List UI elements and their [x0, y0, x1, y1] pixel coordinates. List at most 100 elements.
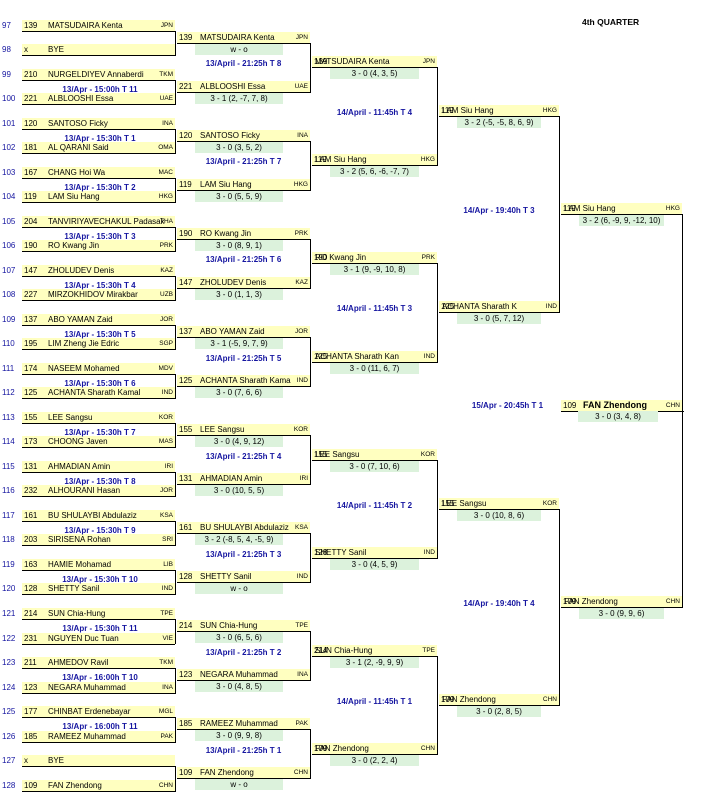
player-seed: 211 [24, 658, 37, 668]
bracket-line [177, 238, 310, 240]
bracket-line [175, 569, 176, 596]
match-schedule: 14/April - 11:45h T 2 [336, 500, 413, 510]
player-name: MATSUDAIRA Kenta [48, 20, 123, 30]
player-country: CHN [293, 769, 308, 777]
player-name: AHMEDOV Ravil [48, 658, 109, 668]
player-name: ZHOLUDEV Denis [200, 277, 267, 287]
bracket-line [22, 79, 175, 81]
bracket-line [175, 226, 176, 253]
draw-number: 114 [2, 437, 15, 447]
match-schedule: 13/Apr - 15:30h T 10 [62, 575, 138, 585]
player-country: MAS [158, 438, 173, 446]
match-schedule: 13/April - 21:25h T 8 [205, 59, 282, 69]
bracket-line [175, 275, 176, 302]
player-name: RO Kwang Jin [200, 228, 252, 238]
draw-number: 101 [2, 118, 16, 128]
match-schedule: 13/Apr - 15:30h T 7 [64, 428, 136, 438]
player-country: UZB [160, 291, 173, 299]
player-seed: 221 [179, 81, 193, 91]
player-country: TPE [422, 646, 435, 654]
match-score: w - o [195, 43, 283, 55]
player-country: IND [161, 585, 173, 593]
draw-number: 109 [2, 314, 16, 324]
draw-number: 121 [2, 608, 16, 618]
bracket-line [437, 67, 438, 167]
match-schedule: 13/Apr - 15:30h T 6 [64, 379, 136, 389]
player-name: CHANG Hoi Wa [48, 167, 106, 177]
match-score: 3 - 0 (3, 4, 8) [578, 410, 658, 422]
match-score: 3 - 2 (-5, -5, 8, 6, 9) [457, 117, 541, 129]
draw-number: 112 [2, 388, 15, 398]
bracket-line [22, 226, 175, 228]
player-country: IND [423, 548, 435, 556]
match-score: 3 - 0 (2, 2, 4) [330, 754, 419, 766]
player-name: RO Kwang Jin [315, 253, 367, 263]
bracket-line [175, 177, 176, 204]
player-seed: 139 [179, 32, 193, 42]
player-seed: 119 [441, 106, 454, 116]
draw-number: 100 [2, 94, 16, 104]
bracket-line [175, 373, 176, 400]
player-name: SUN Chia-Hung [48, 608, 106, 618]
player-seed: 139 [24, 20, 38, 30]
match-score: 3 - 0 (11, 6, 7) [330, 362, 419, 374]
match-schedule: 14/April - 11:45h T 3 [336, 304, 413, 314]
match-score: w - o [195, 583, 283, 595]
player-country: PRK [421, 254, 435, 262]
player-seed: 109 [441, 694, 455, 704]
match-score: 3 - 0 (4, 3, 5) [330, 68, 419, 80]
player-country: CHN [420, 744, 435, 752]
player-country: KOR [420, 450, 435, 458]
bracket-line [310, 140, 311, 191]
player-name: SIRISENA Rohan [48, 535, 111, 545]
player-country: TKM [159, 659, 173, 667]
bracket-line [437, 263, 438, 363]
player-seed: 125 [179, 376, 193, 386]
bracket-line [22, 569, 175, 571]
player-seed: 125 [24, 388, 38, 398]
player-country: MAC [158, 168, 173, 176]
player-name: ACHANTA Sharath Kamal [48, 388, 141, 398]
player-country: VIE [162, 634, 173, 642]
match-score: 3 - 0 (7, 6, 6) [195, 387, 283, 399]
player-name: SHETTY Sanil [48, 584, 100, 594]
bracket-line [175, 79, 176, 106]
match-score: 3 - 0 (4, 9, 12) [195, 436, 283, 448]
draw-number: 108 [2, 290, 16, 300]
bracket-line [312, 557, 437, 559]
player-seed: 109 [179, 768, 193, 778]
bracket-line [22, 717, 175, 719]
player-name: SANTOSO Ficky [48, 118, 108, 128]
match-score: 3 - 0 (7, 10, 6) [330, 460, 419, 472]
player-seed: x [24, 756, 28, 766]
draw-number: 105 [2, 216, 16, 226]
bracket-line [22, 692, 175, 694]
bracket-line [22, 300, 175, 302]
player-country: HKG [542, 107, 557, 115]
bracket-line [177, 140, 310, 142]
bracket-line [22, 447, 175, 449]
match-schedule: 13/April - 21:25h T 4 [205, 451, 282, 461]
match-score: 3 - 0 (9, 9, 8) [195, 730, 283, 742]
player-name: FAN Zhendong [315, 743, 369, 753]
player-country: IND [423, 352, 435, 360]
player-country: INA [162, 119, 173, 127]
draw-number: 127 [2, 756, 16, 766]
match-score: 3 - 1 (9, -9, 10, 8) [330, 264, 419, 276]
match-schedule: 13/Apr - 16:00h T 11 [62, 722, 138, 732]
player-name: SHETTY Sanil [200, 572, 252, 582]
bracket-line [175, 520, 176, 547]
player-name: LAM Siu Hang [315, 155, 367, 165]
